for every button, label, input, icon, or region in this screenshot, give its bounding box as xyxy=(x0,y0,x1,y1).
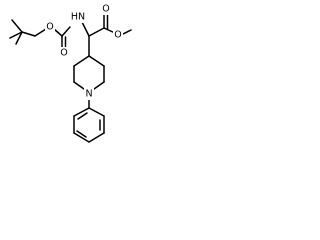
phenyl-ring xyxy=(73,98,105,143)
piperidine-n-label: N xyxy=(85,89,92,100)
ester-carbonyl-o-label: O xyxy=(102,4,109,15)
chemical-structure-diagram: HN O O O O N xyxy=(9,3,132,143)
carbamate-group xyxy=(34,26,71,49)
amine-n-label: HN xyxy=(71,12,85,23)
carbamate-carbonyl-o-label: O xyxy=(60,48,67,59)
atom-label-carbamate-ether-o: O xyxy=(45,21,55,33)
atom-label-hn: HN xyxy=(70,11,86,23)
ester-ether-o-label: O xyxy=(114,30,121,41)
piperidine-ring xyxy=(73,55,105,90)
atom-label-carbamate-carbonyl-o: O xyxy=(59,47,69,59)
atom-label-piperidine-n: N xyxy=(84,88,94,100)
atom-label-ester-ether-o: O xyxy=(113,29,123,41)
atom-label-ester-carbonyl-o: O xyxy=(101,3,111,15)
carbamate-ether-o-label: O xyxy=(46,22,53,33)
tert-butyl-group xyxy=(9,19,36,45)
methyl-ester-group xyxy=(81,13,132,57)
